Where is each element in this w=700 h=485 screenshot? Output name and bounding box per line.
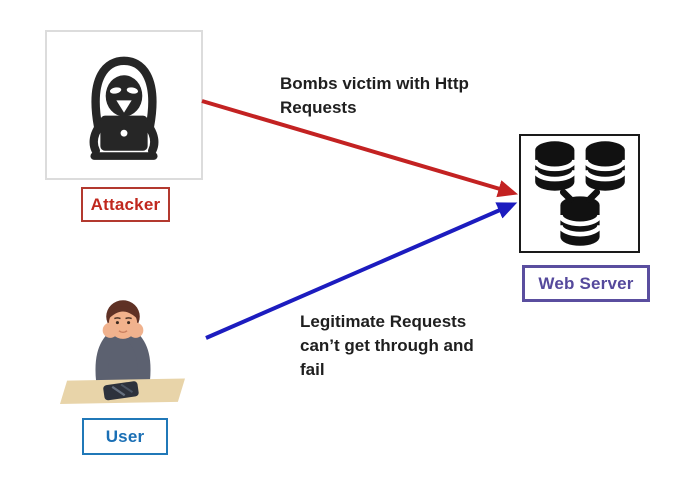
attacker-image-box — [45, 30, 203, 180]
legitimate-flow-text-line3: fail — [300, 360, 325, 379]
legitimate-flow-text-line2: can’t get through and — [300, 336, 474, 355]
hooded-hacker-icon — [89, 56, 159, 160]
user-at-desk-illustration — [56, 283, 190, 407]
database-cluster-icon — [524, 138, 636, 250]
web-server-box — [519, 134, 640, 253]
attacker-label: Attacker — [81, 187, 170, 222]
attack-flow-text-line1: Bombs victim with Http — [280, 74, 469, 93]
legitimate-flow-text-line1: Legitimate Requests — [300, 312, 467, 331]
attack-flow-text: Bombs victim with Http Requests — [280, 72, 469, 120]
attack-flow-text-line2: Requests — [280, 98, 357, 117]
user-label: User — [82, 418, 168, 455]
web-server-label: Web Server — [522, 265, 650, 302]
legitimate-flow-text: Legitimate Requests can’t get through an… — [300, 310, 474, 382]
